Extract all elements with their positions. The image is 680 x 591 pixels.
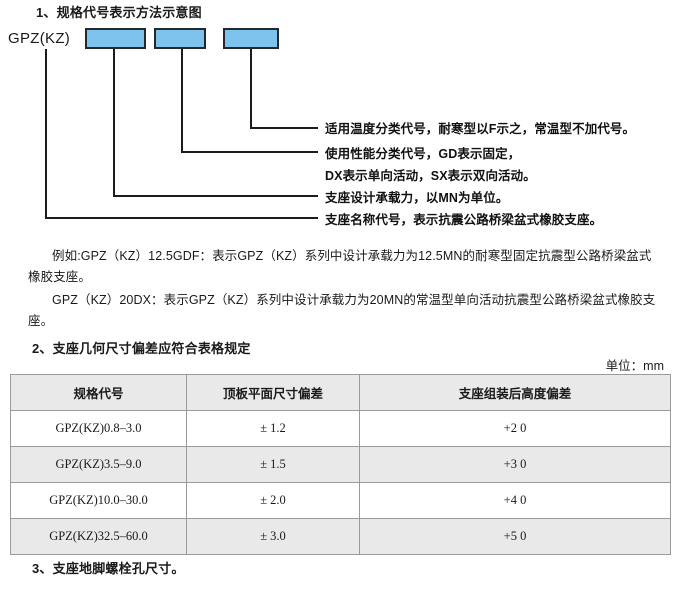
leader-stem-temperature <box>250 49 252 129</box>
bearing-capacity-box <box>85 28 146 49</box>
cell-top-plate: ± 2.0 <box>186 482 360 519</box>
table-header-row: 规格代号 顶板平面尺寸偏差 支座组装后高度偏差 <box>10 374 671 411</box>
table-row: GPZ(KZ)0.8–3.0 ± 1.2 +2 0 <box>10 410 671 447</box>
cell-spec: GPZ(KZ)10.0–30.0 <box>10 482 187 519</box>
performance-code-box <box>154 28 206 49</box>
annotation-temperature-code: 适用温度分类代号，耐寒型以F示之，常温型不加代号。 <box>325 122 636 136</box>
cell-top-plate: ± 3.0 <box>186 518 360 555</box>
cell-height: +4 0 <box>359 482 671 519</box>
spec-code-diagram: GPZ(KZ) <box>0 22 680 232</box>
code-prefix-label: GPZ(KZ) <box>8 30 71 47</box>
cell-spec: GPZ(KZ)0.8–3.0 <box>10 410 187 447</box>
leader-stem-capacity <box>113 49 115 197</box>
example-paragraph-1: 例如:GPZ（KZ）12.5GDF：表示GPZ（KZ）系列中设计承载力为12.5… <box>28 249 652 284</box>
table-row: GPZ(KZ)10.0–30.0 ± 2.0 +4 0 <box>10 482 671 519</box>
leader-stem-name <box>45 49 47 219</box>
unit-label: 单位：mm <box>605 359 664 373</box>
cell-spec: GPZ(KZ)32.5–60.0 <box>10 518 187 555</box>
cell-height: +5 0 <box>359 518 671 555</box>
cell-height: +3 0 <box>359 446 671 483</box>
annotation-performance-code-cont: DX表示单向活动，SX表示双向活动。 <box>325 169 536 183</box>
table-body: GPZ(KZ)0.8–3.0 ± 1.2 +2 0 GPZ(KZ)3.5–9.0… <box>10 410 671 555</box>
leader-run-performance <box>181 151 318 153</box>
table-row: GPZ(KZ)32.5–60.0 ± 3.0 +5 0 <box>10 518 671 555</box>
cell-height: +2 0 <box>359 410 671 447</box>
leader-run-temperature <box>250 127 318 129</box>
header-top-plate: 顶板平面尺寸偏差 <box>186 374 360 411</box>
tolerance-table: 规格代号 顶板平面尺寸偏差 支座组装后高度偏差 GPZ(KZ)0.8–3.0 ±… <box>10 374 671 555</box>
section-1-heading: 1、规格代号表示方法示意图 <box>36 5 202 20</box>
example-paragraph-2: GPZ（KZ）20DX：表示GPZ（KZ）系列中设计承载力为20MN的常温型单向… <box>28 293 656 328</box>
section-2-heading: 2、支座几何尺寸偏差应符合表格规定 <box>32 341 251 356</box>
section-3-heading: 3、支座地脚螺栓孔尺寸。 <box>32 561 185 576</box>
header-spec-code: 规格代号 <box>10 374 187 411</box>
annotation-bearing-capacity: 支座设计承载力，以MN为单位。 <box>325 191 509 205</box>
leader-run-capacity <box>113 195 318 197</box>
leader-stem-performance <box>181 49 183 153</box>
temperature-code-box <box>223 28 279 49</box>
cell-top-plate: ± 1.2 <box>186 410 360 447</box>
cell-top-plate: ± 1.5 <box>186 446 360 483</box>
leader-run-name <box>45 217 318 219</box>
cell-spec: GPZ(KZ)3.5–9.0 <box>10 446 187 483</box>
header-height: 支座组装后高度偏差 <box>359 374 671 411</box>
annotation-bearing-name: 支座名称代号，表示抗震公路桥梁盆式橡胶支座。 <box>325 213 603 227</box>
table-row: GPZ(KZ)3.5–9.0 ± 1.5 +3 0 <box>10 446 671 483</box>
annotation-performance-code: 使用性能分类代号，GD表示固定， <box>325 147 521 161</box>
